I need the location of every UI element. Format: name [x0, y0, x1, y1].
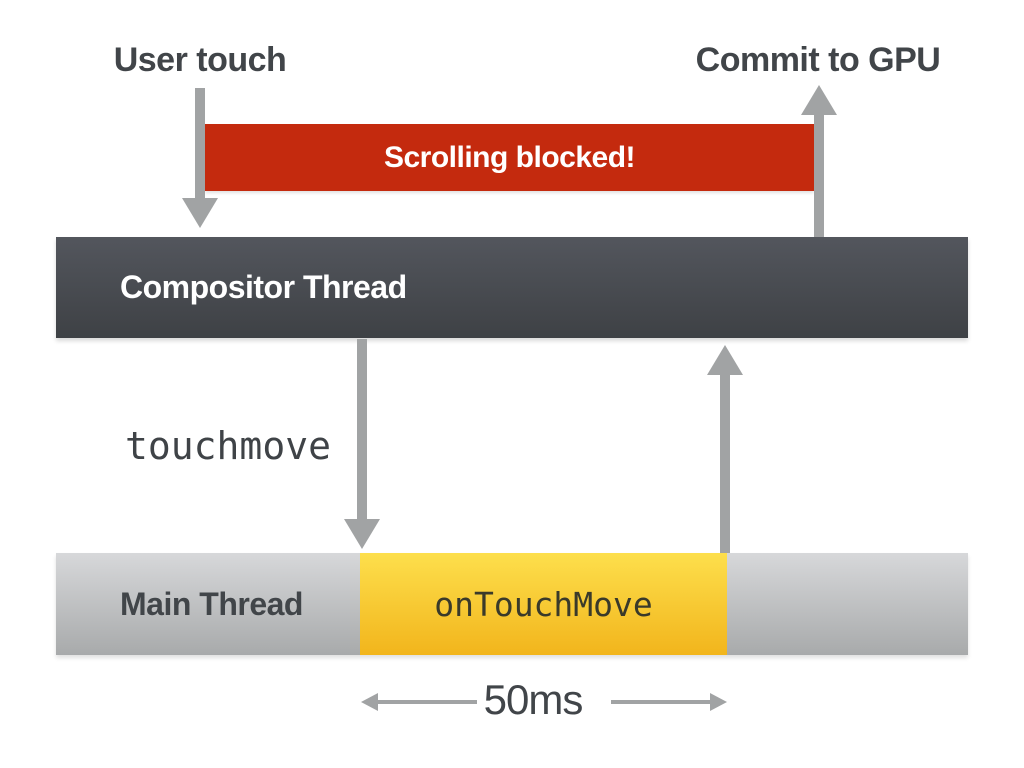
duration-right-arrow-icon — [710, 693, 727, 711]
commit-to-gpu-arrow-up-icon — [801, 85, 837, 115]
compositor-thread-label: Compositor Thread — [120, 269, 407, 305]
duration-left-arrow-icon — [361, 693, 378, 711]
user-touch-arrow-down-icon — [182, 198, 218, 228]
duration-left-arrow-shaft — [377, 700, 477, 704]
main-to-compositor-arrow-shaft — [720, 373, 730, 553]
scrolling-blocked-banner: Scrolling blocked! — [205, 124, 814, 191]
scrolling-blocked-label: Scrolling blocked! — [383, 140, 636, 174]
on-touch-move-busy-segment: onTouchMove — [360, 553, 727, 655]
main-thread-bar: Main Thread onTouchMove — [56, 553, 968, 655]
main-thread-label: Main Thread — [120, 585, 303, 622]
compositor-thread-bar: Compositor Thread — [56, 237, 968, 338]
commit-to-gpu-arrow-shaft — [814, 113, 824, 237]
commit-to-gpu-label: Commit to GPU — [695, 41, 941, 79]
touchmove-arrow-shaft — [357, 339, 367, 521]
main-to-compositor-arrow-up-icon — [707, 345, 743, 375]
touchmove-arrow-down-icon — [344, 519, 380, 549]
user-touch-label: User touch — [113, 41, 287, 79]
on-touch-move-label: onTouchMove — [434, 584, 653, 624]
duration-label: 50ms — [483, 676, 584, 723]
user-touch-arrow-shaft — [195, 88, 205, 200]
touchmove-event-label: touchmove — [125, 424, 331, 468]
duration-right-arrow-shaft — [611, 700, 711, 704]
